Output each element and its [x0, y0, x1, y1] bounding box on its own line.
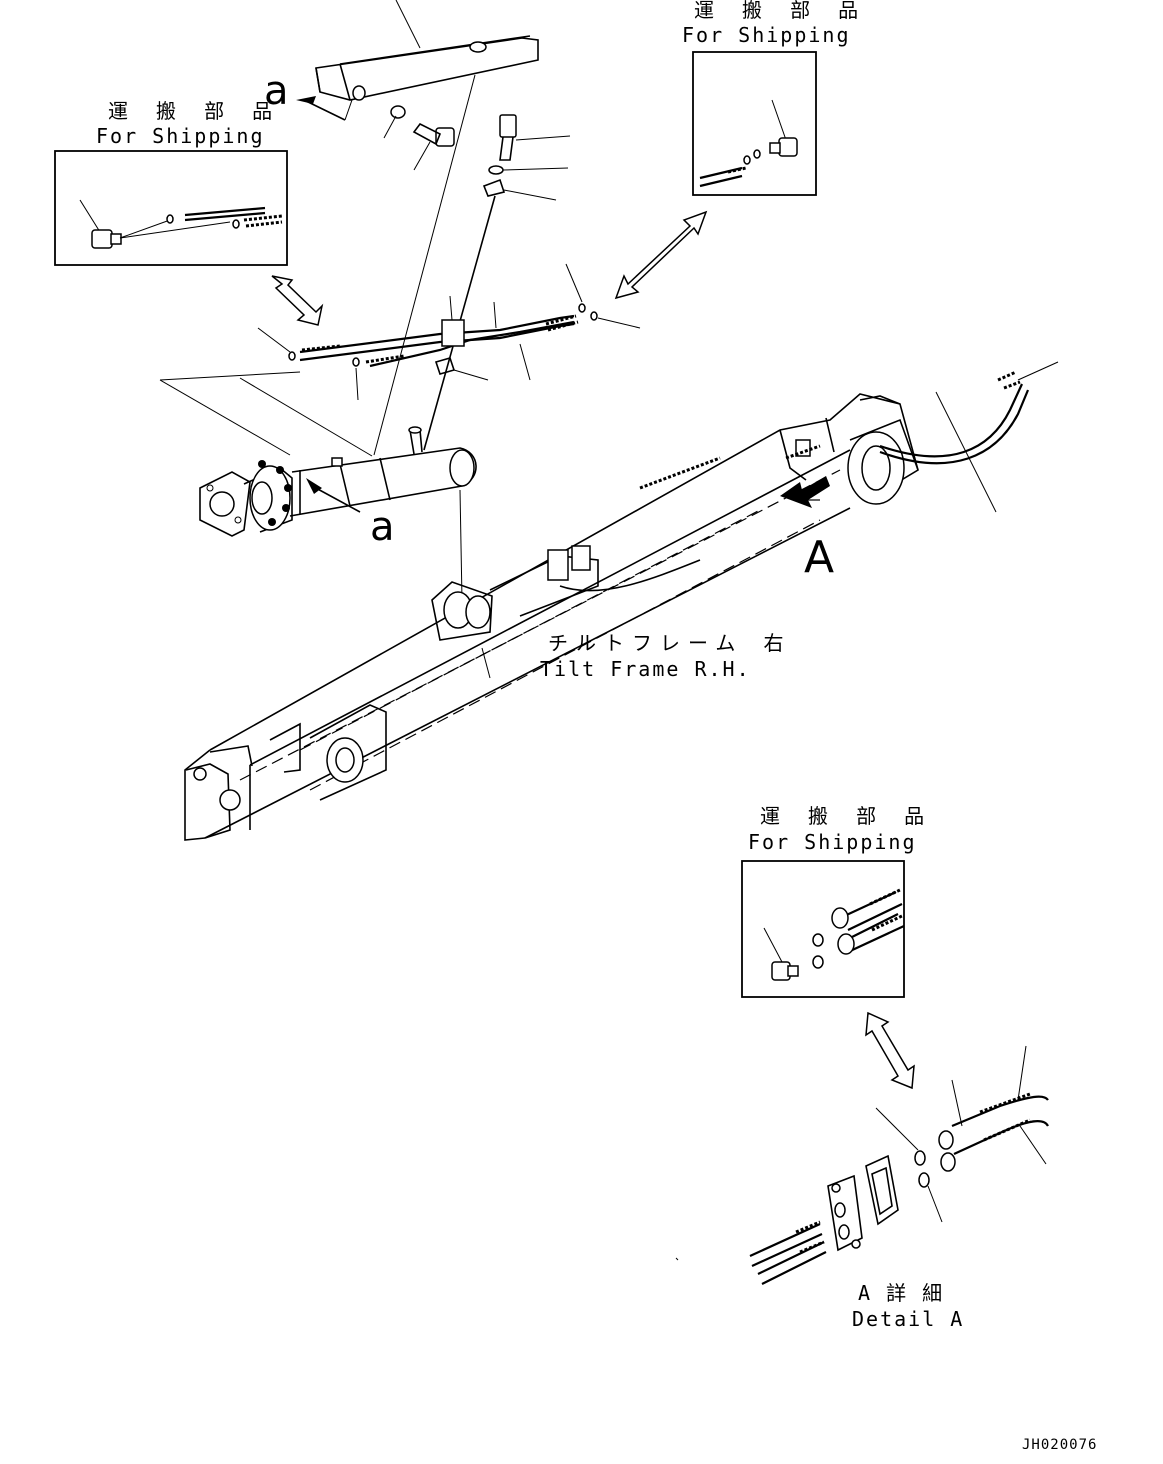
ref-a-top: a — [264, 68, 346, 121]
shipping-box-left: 運 搬 部 品 For Shipping — [54, 99, 288, 266]
shipping-label-jp-bottom: 運 搬 部 品 — [760, 804, 932, 828]
double-arrow-top-right — [614, 210, 708, 300]
ref-a-cylinder-label: a — [370, 504, 395, 550]
ref-A-label: A — [804, 532, 834, 583]
double-arrow-left — [271, 275, 324, 326]
hose-assembly — [159, 74, 641, 601]
shipping-label-en-right: For Shipping — [682, 23, 851, 47]
detail-label-en: Detail A — [852, 1307, 964, 1331]
ref-a-top-label: a — [264, 68, 289, 114]
top-tank — [315, 0, 539, 121]
shipping-label-jp-left: 運 搬 部 品 — [108, 99, 280, 123]
detail-label-jp: A 詳 細 — [858, 1281, 944, 1305]
hydraulic-cylinder — [199, 426, 477, 537]
tilt-frame-label-en: Tilt Frame R.H. — [540, 657, 751, 681]
bolt-assembly-upper — [383, 105, 455, 171]
shipping-label-en-bottom: For Shipping — [748, 830, 917, 854]
shipping-label-jp-right: 運 搬 部 品 — [694, 0, 866, 22]
bolt-assembly-vertical — [423, 114, 571, 451]
ref-a-cylinder: a — [306, 478, 395, 550]
tilt-frame — [184, 361, 1059, 841]
tilt-frame-label-jp: チルトフレーム 右 — [548, 631, 791, 655]
shipping-box-right: 運 搬 部 品 For Shipping — [682, 0, 866, 196]
drawing-code: JH020076 — [1022, 1437, 1097, 1453]
double-arrow-bottom — [865, 1011, 915, 1090]
detail-a-drawing: A 詳 細 Detail A — [675, 1045, 1049, 1331]
shipping-label-en-left: For Shipping — [96, 124, 265, 148]
shipping-box-bottom: 運 搬 部 品 For Shipping — [741, 804, 932, 998]
